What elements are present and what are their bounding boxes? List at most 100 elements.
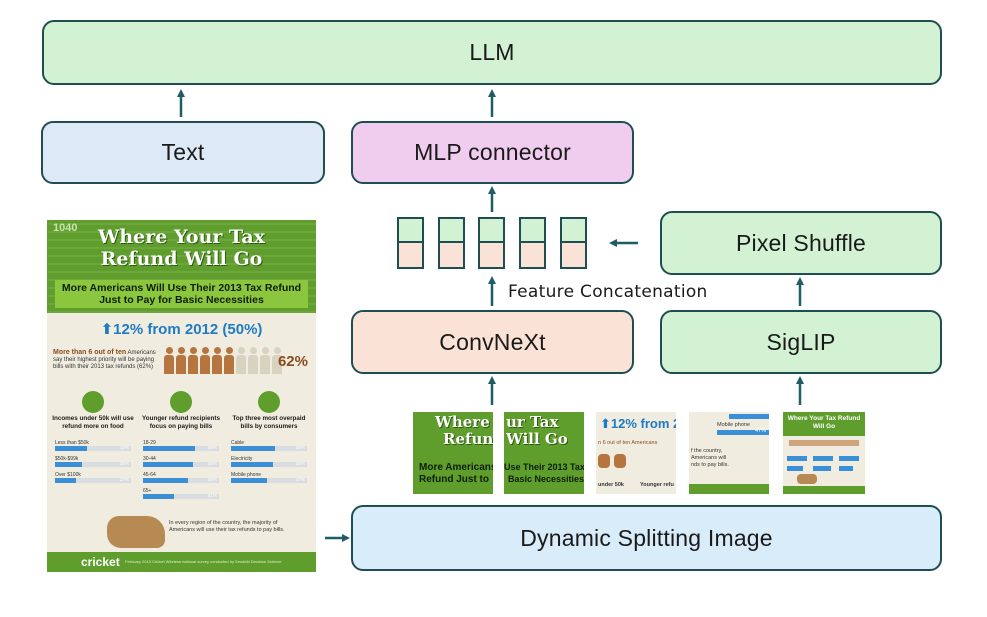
tile-bar [729, 414, 769, 419]
tile-bar [813, 456, 833, 461]
tile-text: Younger refu [640, 482, 674, 488]
column-title: Younger refund recipients focus on payin… [142, 415, 220, 430]
people-lead-text: Americans say their highest priority wil… [53, 350, 156, 370]
row-value: 27% [119, 477, 129, 482]
row-bar [231, 478, 267, 483]
person-icon [614, 454, 626, 468]
infographic-column: Younger refund recipients focus on payin… [139, 388, 223, 513]
person-icon [163, 347, 175, 375]
llm-label: LLM [469, 39, 515, 65]
infographic-image: 1040 Where Your Tax Refund Will Go More … [47, 220, 316, 572]
row-value: 42% [119, 445, 129, 450]
tile-text: Will Go [506, 430, 568, 448]
tile-text: Americans will [691, 455, 727, 461]
row-bar [55, 478, 76, 483]
feature-token [478, 217, 505, 269]
feature-token [438, 217, 465, 269]
feature-token [519, 217, 546, 269]
person-icon [175, 347, 187, 375]
tile-bar [839, 456, 859, 461]
column-icon [170, 391, 192, 413]
row-value: 55% [295, 461, 305, 466]
people-lead: More than 6 out of ten Americans say the… [53, 349, 161, 371]
tile-text: Use Their 2013 Tax [504, 462, 584, 472]
tile-footer [689, 484, 769, 494]
mlp-connector-label: MLP connector [414, 139, 571, 165]
row-bar [231, 446, 276, 451]
us-map [107, 516, 165, 548]
feature-concatenation-label: Feature Concatenation [508, 282, 708, 302]
row-bar [143, 478, 188, 483]
row-bar-track [55, 446, 131, 451]
column-title: Incomes under 50k will use refund more o… [52, 415, 134, 430]
row-bar [55, 446, 87, 451]
person-icon [199, 347, 211, 375]
row-label: 45-64 [143, 472, 156, 478]
column-row: Over $100k 27% [55, 472, 131, 484]
person-icon [211, 347, 223, 375]
people-percent: 62% [277, 353, 308, 370]
person-icon [187, 347, 199, 375]
tile-banner [783, 412, 865, 436]
person-icon [247, 347, 259, 375]
tile-bar [839, 466, 853, 471]
tile-text: Refun [443, 430, 493, 448]
map-note: In every region of the country, the majo… [169, 520, 285, 533]
tile-bar [787, 456, 807, 461]
tile-background [413, 412, 493, 494]
column-title: Top three most overpaid bills by consume… [232, 415, 306, 430]
row-label: Cable [231, 440, 245, 446]
row-value: 36% [119, 461, 129, 466]
column-row: 65+41% [143, 488, 219, 500]
column-row: $50k-$99k 36% [55, 456, 131, 468]
pixel-shuffle-block: Pixel Shuffle [660, 211, 942, 275]
infographic-title: Where Your Tax Refund Will Go [98, 226, 265, 270]
infographic-column: Top three most overpaid bills by consume… [227, 388, 311, 513]
form-number: 1040 [53, 222, 78, 234]
row-value: 41% [207, 493, 217, 498]
row-bar [143, 446, 196, 451]
llm-block: LLM [42, 20, 942, 85]
person-icon [598, 454, 610, 468]
row-value: 66% [207, 461, 217, 466]
split-tile: Where Refun More Americans Refund Just t… [413, 412, 493, 494]
row-label: $50k-$99k [55, 456, 79, 462]
tile-text: Mobile phone [717, 422, 751, 428]
row-value: 69% [207, 445, 217, 450]
column-icon [258, 391, 280, 413]
infographic-source: February 2013 Cricket Wireless national … [125, 559, 282, 564]
pixel-shuffle-label: Pixel Shuffle [735, 229, 867, 256]
row-label: Mobile phone [231, 472, 262, 478]
row-label: Less than $50k [55, 440, 89, 446]
split-tile: Mobile phone 47% f the country, American… [689, 412, 769, 494]
infographic-stat: ⬆12% from 2012 (50%) [100, 321, 263, 338]
row-label: Over $100k [55, 472, 81, 478]
column-icon [82, 391, 104, 413]
infographic-footer: cricket February 2013 Cricket Wireless n… [47, 552, 316, 572]
split-tile: ⬆12% from 2 n 6 out of ten Americans und… [596, 412, 676, 494]
tile-text: Refund Just to [419, 474, 489, 485]
row-value: 58% [295, 445, 305, 450]
tile-text: 47% [755, 428, 767, 434]
tile-people [789, 440, 859, 446]
tile-text: under 50k [598, 482, 624, 488]
row-bar-track [143, 494, 219, 499]
person-icon [271, 347, 283, 375]
text-block: Text [41, 121, 325, 184]
tile-text: Basic Necessities [508, 474, 584, 484]
split-tile: Where Your Tax Refund Will Go [783, 412, 865, 494]
tile-text: ⬆12% from 2 [600, 416, 676, 431]
mlp-connector-block: MLP connector [351, 121, 634, 184]
tile-text: f the country, [691, 448, 723, 454]
feature-token [560, 217, 587, 269]
text-label: Text [161, 139, 205, 165]
tile-text: More Americans [419, 462, 493, 473]
siglip-label: SigLIP [766, 328, 836, 355]
people-section: More than 6 out of ten Americans say the… [53, 343, 310, 381]
infographic-column: Incomes under 50k will use refund more o… [51, 388, 135, 513]
row-value: 59% [207, 477, 217, 482]
row-bar [143, 494, 175, 499]
